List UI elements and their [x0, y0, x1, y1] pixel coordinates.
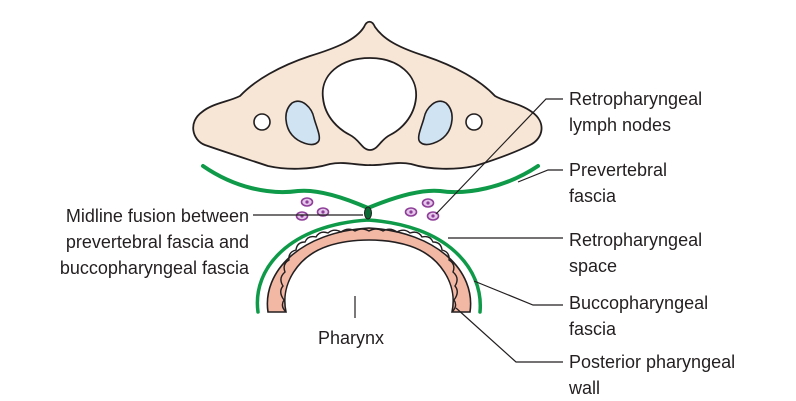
posterior-pharyngeal-wall: [266, 227, 472, 313]
label-retropharyngeal-space: Retropharyngeal space: [569, 230, 703, 276]
right-small-foramen: [465, 113, 483, 131]
right-foramen: [417, 100, 453, 146]
left-small-foramen: [253, 113, 271, 131]
prevertebral-fascia-line: [201, 164, 540, 211]
vertebral-canal: [321, 57, 417, 151]
leader-lymph-nodes: [435, 98, 563, 215]
pharyngeal-mucosa-edge: [280, 228, 458, 313]
buccopharyngeal-fascia-line: [255, 218, 482, 314]
label-buccopharyngeal-fascia: Buccopharyngeal fascia: [569, 293, 709, 339]
label-pharynx: Pharynx: [318, 328, 385, 348]
midline-fusion-marker: [364, 206, 372, 220]
left-foramen: [285, 100, 321, 146]
label-retropharyngeal-lymph-nodes: Retropharyngeal lymph nodes: [569, 89, 703, 135]
leader-posterior-wall: [455, 307, 563, 363]
leader-prevertebral-fascia: [517, 169, 563, 183]
label-midline-fusion: Midline fusion between prevertebral fasc…: [59, 206, 249, 278]
label-prevertebral-fascia: Prevertebral fascia: [569, 160, 668, 206]
label-posterior-pharyngeal-wall: Posterior pharyngeal wall: [569, 352, 736, 398]
leader-buccopharyngeal-fascia: [473, 280, 563, 306]
